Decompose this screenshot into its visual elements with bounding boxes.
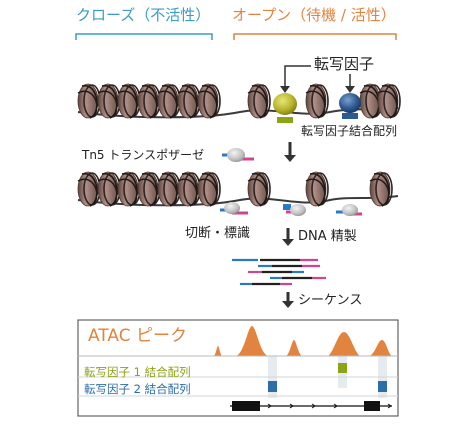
nucleosome-icon [77, 83, 101, 119]
nucleosome-icon [197, 171, 221, 207]
nucleosome-row-2 [77, 171, 393, 207]
nucleosome-icon [157, 171, 181, 207]
nucleosome-icon [157, 83, 181, 119]
atac-panel-frame [77, 319, 399, 417]
nucleosome-row-1 [77, 83, 401, 119]
transcription-factor-label: 転写因子 [314, 55, 375, 73]
nucleosome-icon [97, 171, 121, 207]
nucleosome-icon [137, 171, 161, 207]
tf-arrowhead-1-icon [280, 86, 290, 93]
nucleosome-icon [305, 171, 329, 207]
nucleosome-icon [197, 83, 221, 119]
closed-bracket [75, 33, 213, 40]
tf-binding-site-label: 転写因子結合配列 [301, 124, 398, 138]
dna-fragments [232, 258, 326, 286]
tn5-bound-1-icon [220, 202, 248, 215]
tn5-bound-2-icon [283, 204, 306, 216]
down-arrow-icon [282, 228, 294, 246]
nucleosome-icon [117, 171, 141, 207]
open-chromatin-label: オープン（待機 / 活性） [232, 6, 396, 24]
tf-arrow-1-icon [284, 65, 311, 88]
tf2-binding-bar-1 [268, 381, 277, 392]
process-arrows [282, 142, 296, 308]
nucleosome-icon [97, 83, 121, 119]
nucleosome-icon [247, 171, 271, 207]
gene-model-icon [230, 401, 392, 411]
closed-chromatin-label: クローズ（不活性） [76, 6, 211, 24]
cut-and-tag-label: 切断・標識 [185, 226, 251, 241]
atac-peak-label: ATAC ピーク [88, 326, 187, 346]
nucleosome-icon [305, 83, 329, 119]
dna-purification-label: DNA 精製 [298, 229, 357, 244]
down-arrow-icon [284, 142, 296, 162]
open-bracket [233, 33, 397, 40]
nucleosome-icon [137, 83, 161, 119]
tf1-binding-bar [338, 363, 347, 373]
sequencing-label: シーケンス [298, 293, 363, 308]
tn5-enzyme-icon [222, 148, 254, 162]
tf-arrowhead-2-icon [345, 86, 355, 93]
nucleosome-icon [247, 83, 271, 119]
nucleosome-icon [117, 83, 141, 119]
transcription-factor-1-icon [273, 93, 297, 123]
nucleosome-icon [369, 171, 393, 207]
nucleosome-icon [377, 83, 401, 119]
tn5-transposase-label: Tn5 トランスポザーゼ [82, 148, 205, 162]
tf1-binding-track-label: 転写因子 1 結合配列 [84, 365, 191, 379]
tf2-binding-bar-2 [378, 381, 387, 392]
tn5-bound-3-icon [336, 204, 362, 216]
transcription-factor-2-icon [339, 93, 361, 119]
down-arrow-icon [282, 292, 294, 308]
atac-peak-track [210, 326, 398, 356]
nucleosome-icon [177, 171, 201, 207]
nucleosome-icon [177, 83, 201, 119]
nucleosome-icon [77, 171, 101, 207]
tf2-binding-track-label: 転写因子 2 結合配列 [84, 382, 191, 396]
